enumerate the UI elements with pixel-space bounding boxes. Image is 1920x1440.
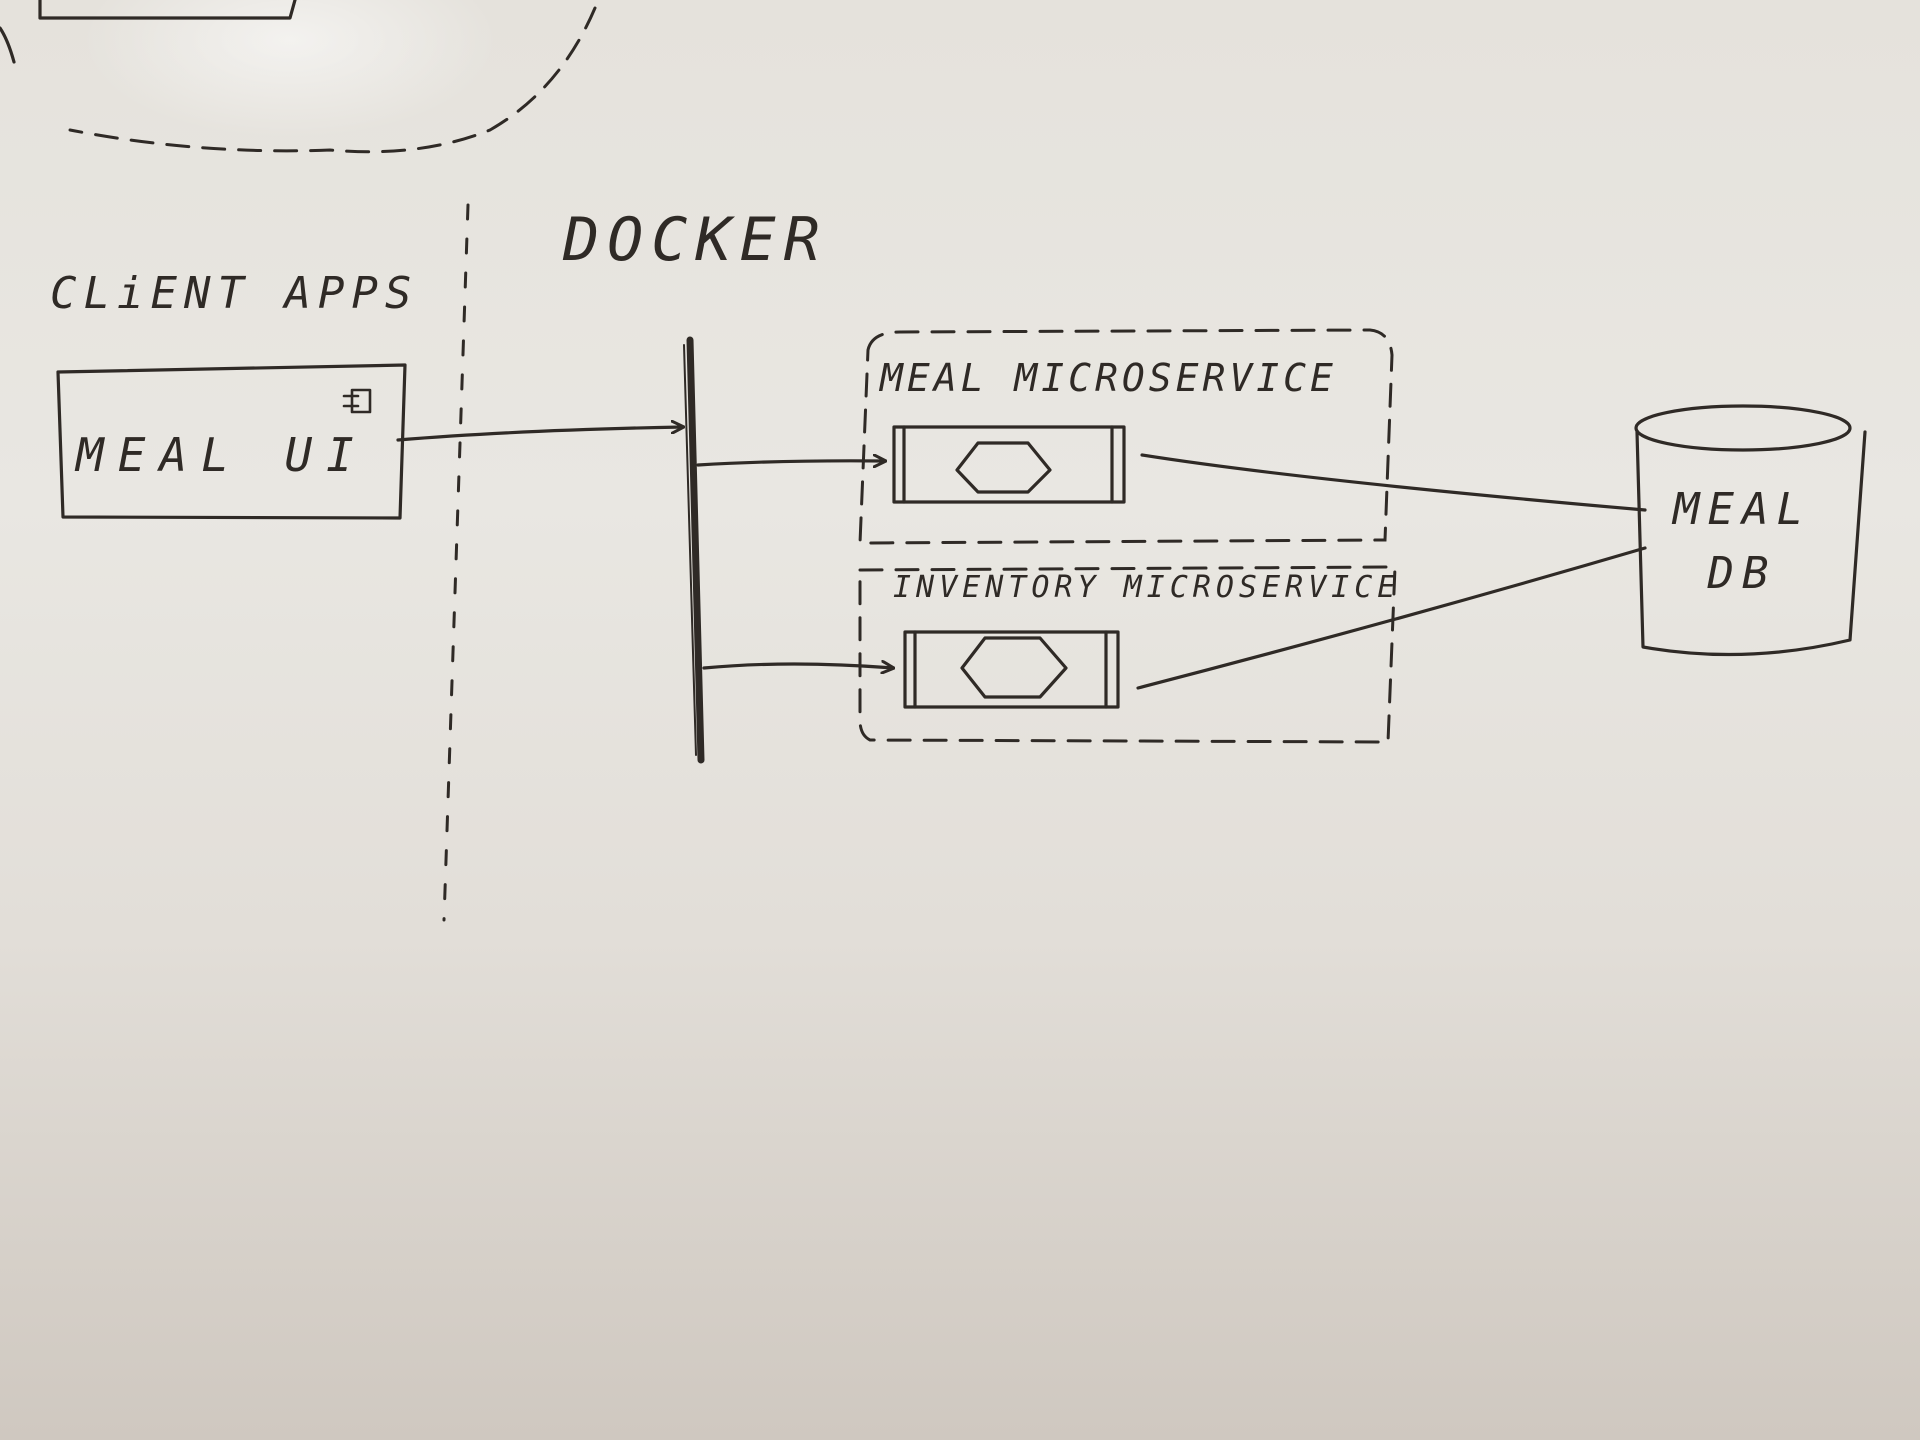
meal-service-component: [892, 425, 1126, 504]
meal-ui-label: MEAL UI: [76, 428, 368, 482]
hexagon-icon: [960, 636, 1068, 699]
client-apps-label: CLiENT APPS: [50, 268, 419, 319]
meal-microservice-label: MEAL MICROSERVICE: [880, 356, 1337, 400]
arrow-gateway-to-inventory-service: [702, 664, 893, 668]
component-icon: [342, 388, 372, 414]
meal-db-cylinder: [1634, 404, 1867, 657]
line-meal-service-to-db: [1140, 453, 1647, 512]
meal-ui-box: [56, 363, 407, 520]
line-inventory-service-to-db: [1136, 546, 1647, 690]
meal-db-label: MEAL DB: [1673, 484, 1811, 599]
arrow-gateway-to-meal-service: [696, 461, 885, 465]
boundary-dashed-line: [442, 203, 470, 922]
arrow-ui-to-gateway: [396, 427, 683, 442]
inventory-service-component: [903, 630, 1120, 709]
docker-gateway-bar: [686, 336, 705, 764]
docker-label: DOCKER: [563, 205, 828, 275]
meal-microservice-container: [858, 328, 1394, 545]
partial-top-sketch: [0, 0, 597, 154]
hexagon-icon: [955, 441, 1052, 494]
inventory-microservice-container: [858, 565, 1397, 744]
inventory-microservice-label: INVENTORY MICROSERVICE: [893, 570, 1401, 605]
